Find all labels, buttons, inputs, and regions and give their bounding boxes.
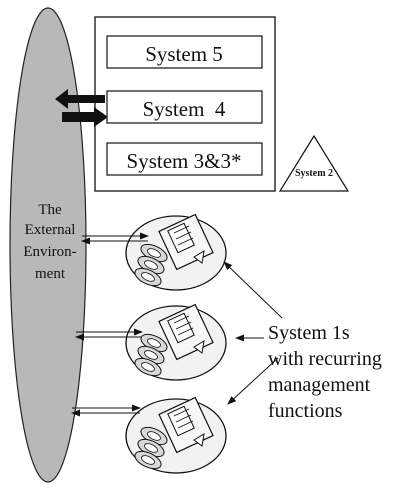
system-2-triangle: System 2: [278, 134, 350, 192]
system-3-label: System 3&3*: [127, 149, 242, 173]
environment-unit-links: [71, 232, 149, 417]
system1-caption: System 1s with recurring management func…: [268, 322, 382, 422]
system-5-box: System 5: [106, 35, 263, 69]
metasystem-box: System 5 System 4 System 3&3*: [94, 16, 276, 192]
system1-caption-line-4: functions: [268, 400, 343, 422]
environment-label-line-2: External: [25, 222, 76, 238]
system1-caption-line-2: with recurring: [268, 348, 382, 370]
environment-label-line-3: Environ-: [23, 244, 76, 260]
environment-label-line-4: ment: [35, 266, 66, 282]
system-2-label: System 2: [295, 168, 333, 179]
system1-unit: [125, 303, 227, 381]
system-5-label: System 5: [145, 42, 223, 66]
system1-caption-line-3: management: [268, 374, 371, 396]
caption-pointer-arrows: [223, 261, 283, 405]
system1-unit: [125, 396, 227, 474]
environment-label-line-1: The: [38, 202, 62, 218]
system-4-label: System 4: [143, 97, 226, 121]
system-4-box: System 4: [106, 90, 263, 124]
system1-unit: [125, 213, 227, 291]
system-3-box: System 3&3*: [106, 142, 263, 176]
system1-caption-line-1: System 1s: [268, 322, 350, 344]
external-environment: The External Environ- ment: [9, 7, 87, 483]
system-4-environment-arrows: [55, 89, 108, 127]
